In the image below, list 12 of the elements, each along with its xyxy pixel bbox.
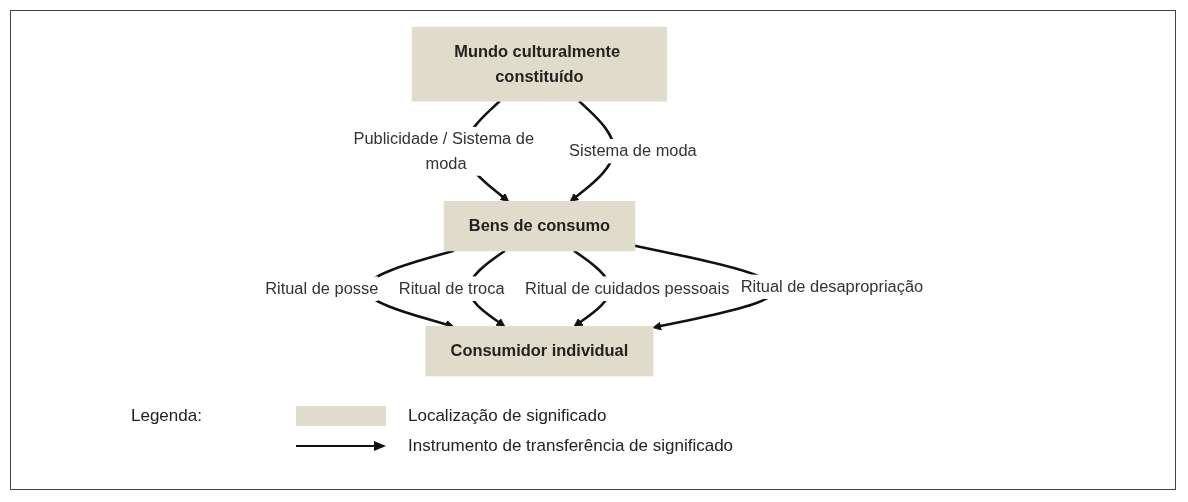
edge-label: Ritual de posse [265,279,379,297]
edge-label: Ritual de desapropriação [740,277,923,295]
edge-label: Publicidade / Sistema de moda [353,129,534,172]
legend-text: Instrumento de transferência de significado [408,436,734,456]
legend-title: Legenda: [131,406,203,426]
edge-label: Ritual de troca [398,279,505,297]
edge-label: Ritual de cuidados pessoais [524,279,730,297]
node-box: Bens de consumo [443,201,636,252]
legend-text: Localização de significado [408,406,607,426]
edge-label: Sistema de moda [568,142,697,160]
node-box: Mundo culturalmente constituído [411,26,667,102]
node-box: Consumidor individual [425,326,654,377]
